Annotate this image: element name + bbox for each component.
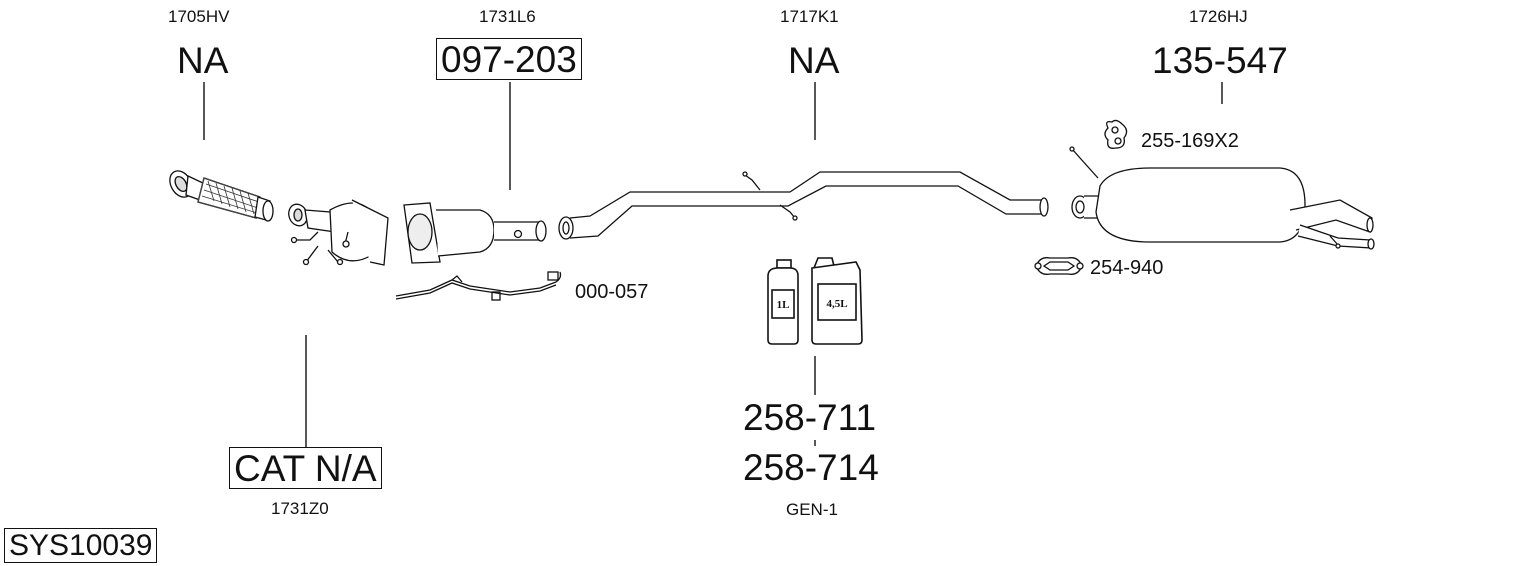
middle-pipe [558, 171, 1049, 240]
oe-ref-rear-silencer: 1726HJ [1189, 7, 1248, 26]
clamp-icon [1034, 257, 1084, 275]
oe-ref-flex-pipe: 1705HV [168, 7, 230, 26]
part-no-dpf[interactable]: 097-203 [436, 38, 582, 80]
fluid-small-can-icon [767, 259, 799, 345]
fluid-part-no-2[interactable]: 258-714 [743, 447, 879, 488]
oe-ref-fluids: GEN-1 [786, 500, 838, 519]
large-can-label: 4,5L [826, 298, 847, 310]
fluid-large-can-icon [811, 257, 863, 345]
oe-ref-catalyst: 1731Z0 [271, 499, 329, 518]
part-no-catalyst[interactable]: CAT N/A [229, 447, 382, 489]
flex-pipe [169, 170, 274, 222]
sensor-pipe [395, 271, 562, 301]
system-code: SYS10039 [4, 528, 158, 563]
rubber-mount-part-no[interactable]: 255-169X2 [1141, 130, 1239, 152]
rear-silencer [1069, 146, 1375, 250]
fluid-part-no-1[interactable]: 258-711 [743, 397, 877, 438]
oe-ref-middle-pipe: 1717K1 [780, 7, 839, 26]
part-no-middle-pipe[interactable]: NA [788, 40, 840, 81]
catalyst [288, 199, 389, 266]
clamp-part-no[interactable]: 254-940 [1090, 257, 1164, 279]
part-no-flex-pipe[interactable]: NA [177, 40, 229, 81]
dpf [403, 202, 547, 264]
small-can-label: 1L [777, 299, 790, 311]
sensor-pipe-part-no[interactable]: 000-057 [575, 281, 649, 303]
rubber-mount-icon [1104, 119, 1128, 149]
oe-ref-dpf: 1731L6 [479, 7, 536, 26]
part-no-rear-silencer[interactable]: 135-547 [1152, 40, 1288, 81]
